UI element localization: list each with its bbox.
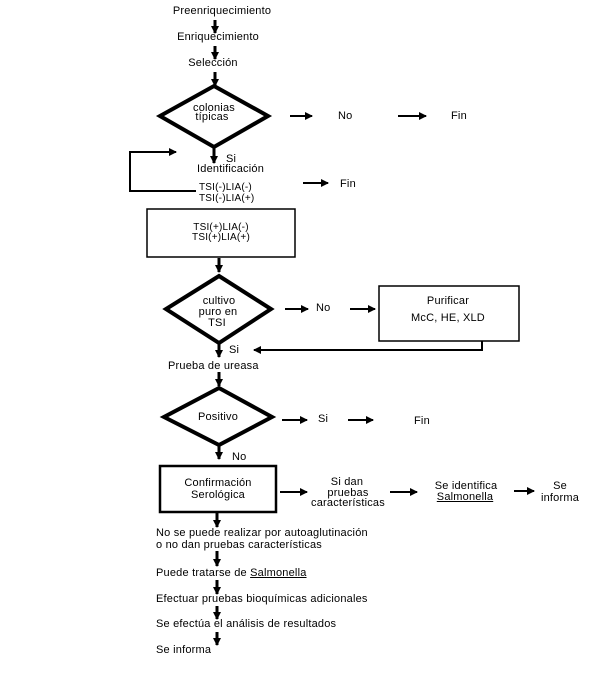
step-efectuar-pruebas: Efectuar pruebas bioquímicas adicionales [156, 593, 368, 605]
decision-cultivo-puro [162, 273, 275, 346]
step-prueba-ureasa: Prueba de ureasa [168, 360, 259, 372]
label-fin-3: Fin [414, 415, 430, 427]
step-puede-tratarse: Puede tratarse de Salmonella [156, 568, 307, 579]
colonias-label-2: típicas [195, 111, 229, 123]
step-preenriquecimiento: Preenriquecimiento [172, 5, 272, 17]
no-se-puede-line-1: No se puede realizar por autoaglutinació… [156, 527, 368, 539]
informa-label-2: informa [540, 492, 580, 504]
confirmacion-label-1: Confirmación [184, 477, 252, 489]
label-si-2: Si [229, 344, 240, 356]
label-tsi-pos-1: TSI(+)LIA(-) [193, 222, 249, 233]
sidan-label-2: pruebas [327, 487, 369, 499]
label-fin-2: Fin [340, 178, 356, 190]
label-tsi-neg-1: TSI(-)LIA(-) [199, 182, 252, 193]
colonias-label-1: colonias [193, 102, 235, 114]
label-fin-1: Fin [451, 110, 467, 122]
box-tsi-positive [146, 208, 296, 258]
purificar-return-arrow [253, 340, 483, 354]
box-purificar [378, 285, 520, 342]
label-no-2: No [316, 302, 331, 314]
purificar-label-1: Purificar [426, 295, 470, 307]
decision-colonias-tipicas [155, 83, 273, 150]
step-se-informa: Se informa [156, 644, 212, 656]
label-si-3: Si [318, 413, 329, 425]
label-tsi-pos-2: TSI(+)LIA(+) [192, 232, 250, 243]
label-no-1: No [338, 110, 353, 122]
positivo-label: Positivo [197, 411, 239, 423]
no-se-puede-line-2: o no dan pruebas características [156, 539, 322, 551]
confirmacion-label-2: Serológica [191, 489, 245, 501]
puede-tratarse-text: Puede tratarse de [156, 567, 251, 579]
label-si-1: Si [226, 153, 237, 165]
box-confirmacion [158, 464, 278, 514]
salmonella-text: Salmonella [250, 567, 307, 579]
step-identificacion: Identificación [197, 163, 265, 175]
sidan-label-3: características [311, 497, 385, 509]
loop-back-arrow [129, 148, 196, 192]
cultivo-label-1: cultivo [202, 295, 236, 307]
label-tsi-neg-2: TSI(-)LIA(+) [199, 193, 255, 204]
step-seleccion: Selección [188, 57, 238, 69]
cultivo-label-2: puro en [198, 306, 238, 318]
right-arrows [280, 112, 535, 496]
purificar-label-2: McC, HE, XLD [411, 312, 485, 324]
identifica-label-1: Se identifica [434, 480, 498, 492]
identifica-label-2: Salmonella [436, 491, 494, 503]
label-no-3: No [232, 451, 247, 463]
decision-positivo [159, 385, 277, 448]
sidan-label-1: Si dan [330, 476, 364, 488]
cultivo-label-3: TSI [208, 317, 226, 329]
step-enriquecimiento: Enriquecimiento [177, 31, 259, 43]
step-analisis: Se efectúa el análisis de resultados [156, 618, 337, 630]
informa-label-1: Se [553, 480, 567, 492]
